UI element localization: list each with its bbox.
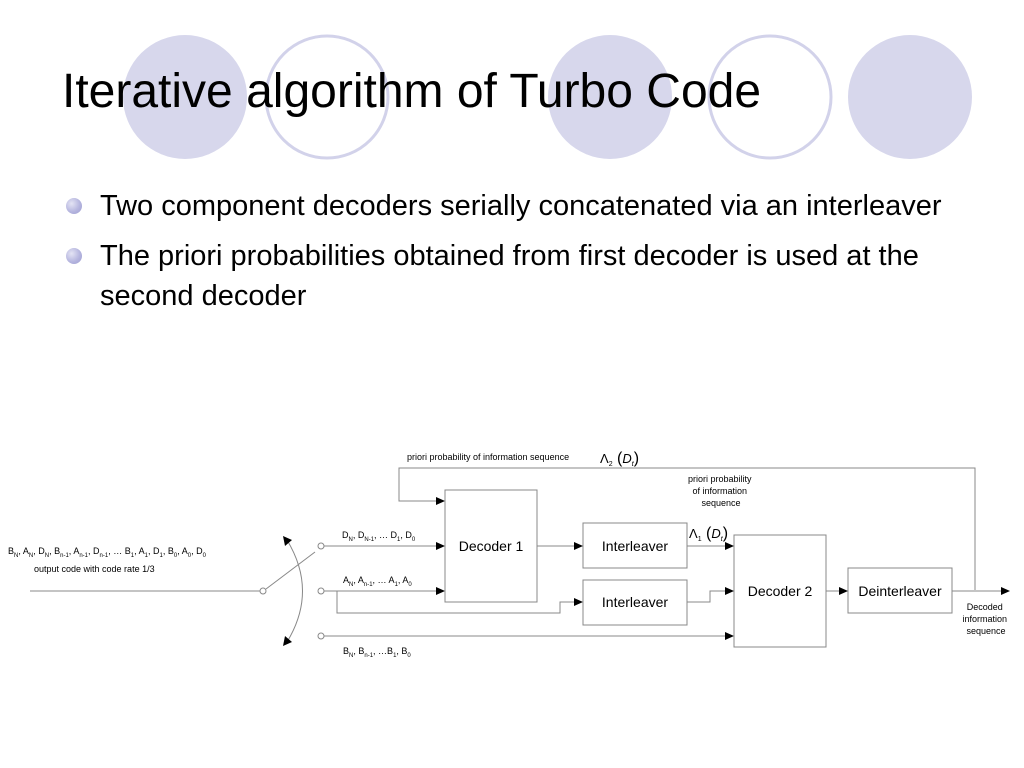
a-split-line (336, 591, 575, 614)
bullet-dot-icon (66, 198, 82, 214)
output-label: Decoded information sequence (962, 602, 1009, 636)
priori-note: priori probability of information sequen… (688, 474, 754, 508)
int-bottom-to-dec2-line (687, 590, 726, 603)
decoder1-block (444, 489, 538, 603)
a-split-arrow (574, 598, 583, 606)
d-branch-arrow (436, 542, 445, 550)
b-branch-label: BN, Bn-1, …B1, B0 (343, 646, 411, 659)
interleaver-bottom-block (582, 579, 688, 626)
bullet-text: Two component decoders serially concaten… (100, 190, 942, 222)
decoder2-block (733, 534, 827, 648)
bullet-item: Two component decoders serially concaten… (64, 186, 964, 226)
lambda2-symbol: Λ2 (Dt) (600, 450, 639, 468)
switch-arc-arrow-top (283, 536, 292, 546)
int-bottom-to-dec2-arrow (725, 587, 734, 595)
branch-terminal-a (317, 587, 325, 595)
d-branch-label: DN, DN-1, … D1, D0 (342, 530, 416, 543)
interleaver-top-label: Interleaver (602, 538, 668, 554)
switch-arc (286, 539, 303, 643)
int-top-to-dec2-arrow (725, 542, 734, 550)
output-arrow (1001, 587, 1010, 595)
deco-circle-ring-2 (707, 34, 833, 160)
deco-circle-filled-2 (548, 35, 672, 159)
a-branch-arrow (436, 587, 445, 595)
a-branch-label: AN, An-1, … A1, A0 (343, 575, 412, 588)
switch-blade (265, 551, 316, 590)
b-branch-arrow (725, 632, 734, 640)
slide-title: Iterative algorithm of Turbo Code (62, 65, 762, 118)
feedback-line (398, 467, 976, 590)
interleaver-bottom-label: Interleaver (602, 594, 668, 610)
input-sequence-label: BN, AN, DN, Bn-1, An-1, Dn-1, … B1, A1, … (8, 546, 207, 559)
branch-terminal-b (317, 632, 325, 640)
deco-circle-filled-1 (123, 35, 247, 159)
switch-arc-arrow-bottom (283, 636, 292, 646)
turbo-decoder-diagram: Decoder 1 Interleaver Interleaver Decode… (8, 450, 1010, 659)
deinterleaver-block (847, 567, 953, 614)
feedback-label: priori probability of information sequen… (407, 452, 569, 462)
deco-circle-ring-1 (264, 34, 390, 160)
bullet-list: Two component decoders serially concaten… (64, 186, 964, 326)
feedback-arrow (436, 497, 445, 505)
dec1-to-int-arrow (574, 542, 583, 550)
output-code-label: output code with code rate 1/3 (34, 564, 155, 574)
interleaver-top-block (582, 522, 688, 569)
bullet-item: The priori probabilities obtained from f… (64, 236, 964, 316)
bullet-dot-icon (66, 248, 82, 264)
branch-terminal-d (317, 542, 325, 550)
decoder1-label: Decoder 1 (459, 538, 524, 554)
switch-pivot (259, 587, 267, 595)
deinterleaver-label: Deinterleaver (858, 583, 942, 599)
decoder2-label: Decoder 2 (748, 583, 813, 599)
lambda1-symbol: Λ1 (Dt) (689, 525, 728, 543)
deco-circle-filled-3 (848, 35, 972, 159)
dec2-to-deint-arrow (839, 587, 848, 595)
bullet-text: The priori probabilities obtained from f… (100, 240, 919, 312)
